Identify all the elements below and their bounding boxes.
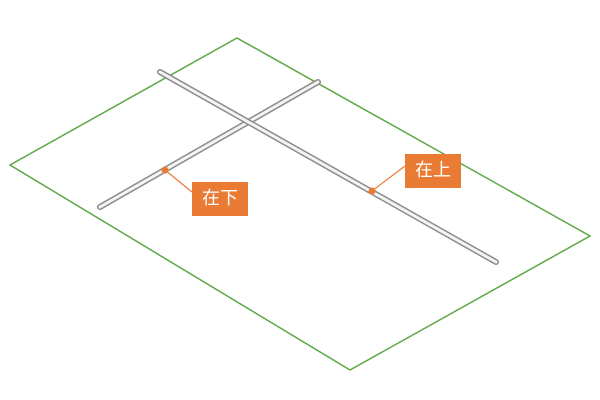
lower-bar-marker xyxy=(161,166,169,174)
lower-bar xyxy=(97,79,321,210)
upper-leader-line xyxy=(371,165,406,192)
plane-outline xyxy=(8,37,592,371)
upper-bar xyxy=(157,69,499,265)
upper-bar-marker xyxy=(368,187,376,195)
lower-leader-line xyxy=(164,169,193,193)
upper-bar-label: 在上 xyxy=(405,154,461,188)
lower-bar-label: 在下 xyxy=(192,182,248,216)
